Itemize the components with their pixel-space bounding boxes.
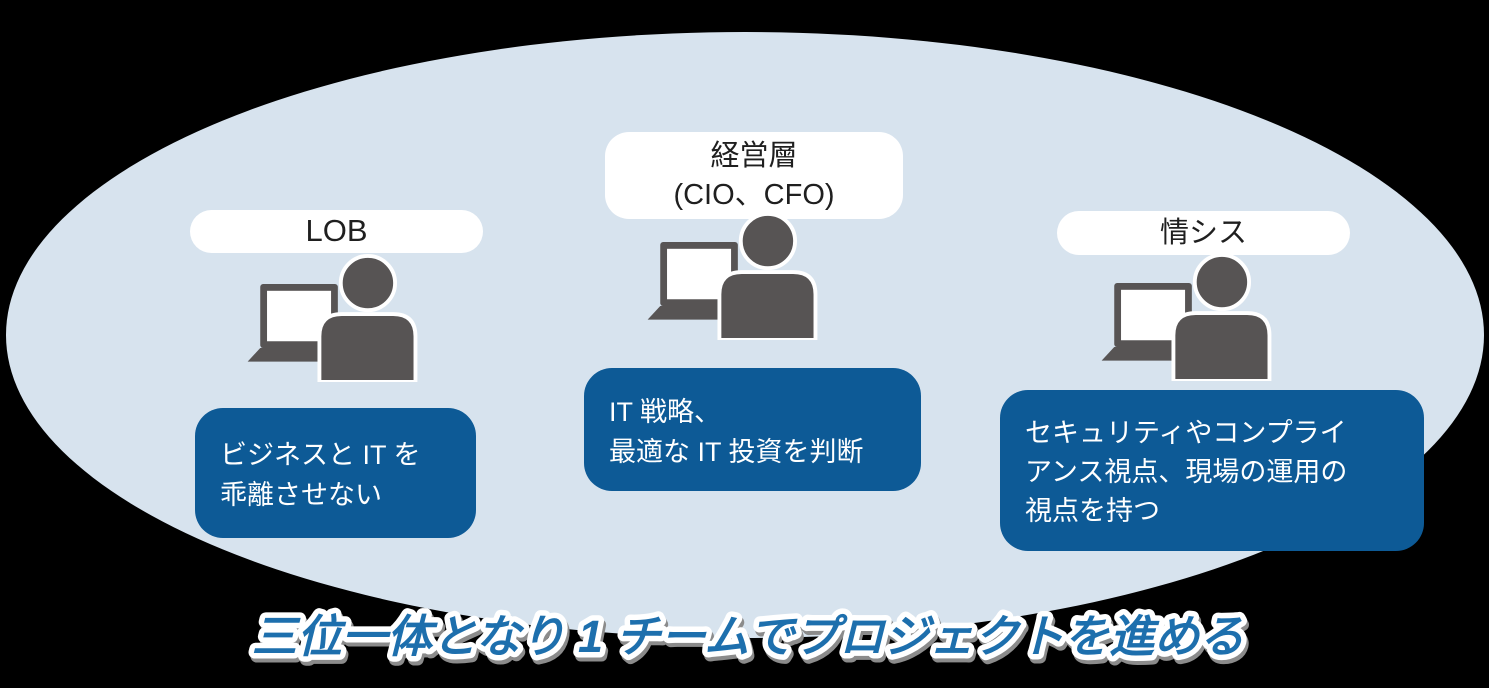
role-label-lob-text: LOB: [305, 213, 368, 249]
person-laptop-icon: [647, 211, 818, 340]
role-description-management: IT 戦略、 最適な IT 投資を判断: [584, 368, 921, 491]
role-label-info-systems: 情シス: [1057, 211, 1350, 255]
description-line: 乖離させない: [220, 480, 382, 510]
role-description-info-systems: セキュリティやコンプライ アンス視点、現場の運用の 視点を持つ: [1000, 390, 1424, 551]
description-line: IT 戦略、: [609, 396, 722, 427]
description-line: 最適な IT 投資を判断: [609, 436, 864, 467]
description-line: アンス視点、現場の運用の: [1025, 457, 1348, 487]
tagline-text: 三位一体となり 1 チームでプロジェクトを進める: [252, 611, 1244, 662]
description-line: ビジネスと IT を: [220, 440, 421, 470]
role-label-info-systems-text: 情シス: [1159, 216, 1247, 249]
role-label-management-text: 経営層: [710, 140, 798, 173]
tagline: 三位一体となり 1 チームでプロジェクトを進める: [246, 606, 1249, 668]
person-laptop-icon: [1101, 252, 1272, 381]
person-laptop-icon: [247, 253, 418, 382]
role-description-lob: ビジネスと IT を 乖離させない: [195, 408, 476, 538]
person-icon: [1171, 252, 1272, 381]
description-line: 視点を持つ: [1025, 496, 1160, 526]
person-icon: [317, 253, 418, 382]
description-line: セキュリティやコンプライ: [1025, 418, 1347, 448]
role-label-management-subtext: (CIO、CFO): [673, 178, 835, 211]
role-label-lob: LOB: [190, 210, 483, 253]
role-label-management: 経営層 (CIO、CFO): [605, 132, 903, 219]
person-icon: [717, 211, 818, 340]
